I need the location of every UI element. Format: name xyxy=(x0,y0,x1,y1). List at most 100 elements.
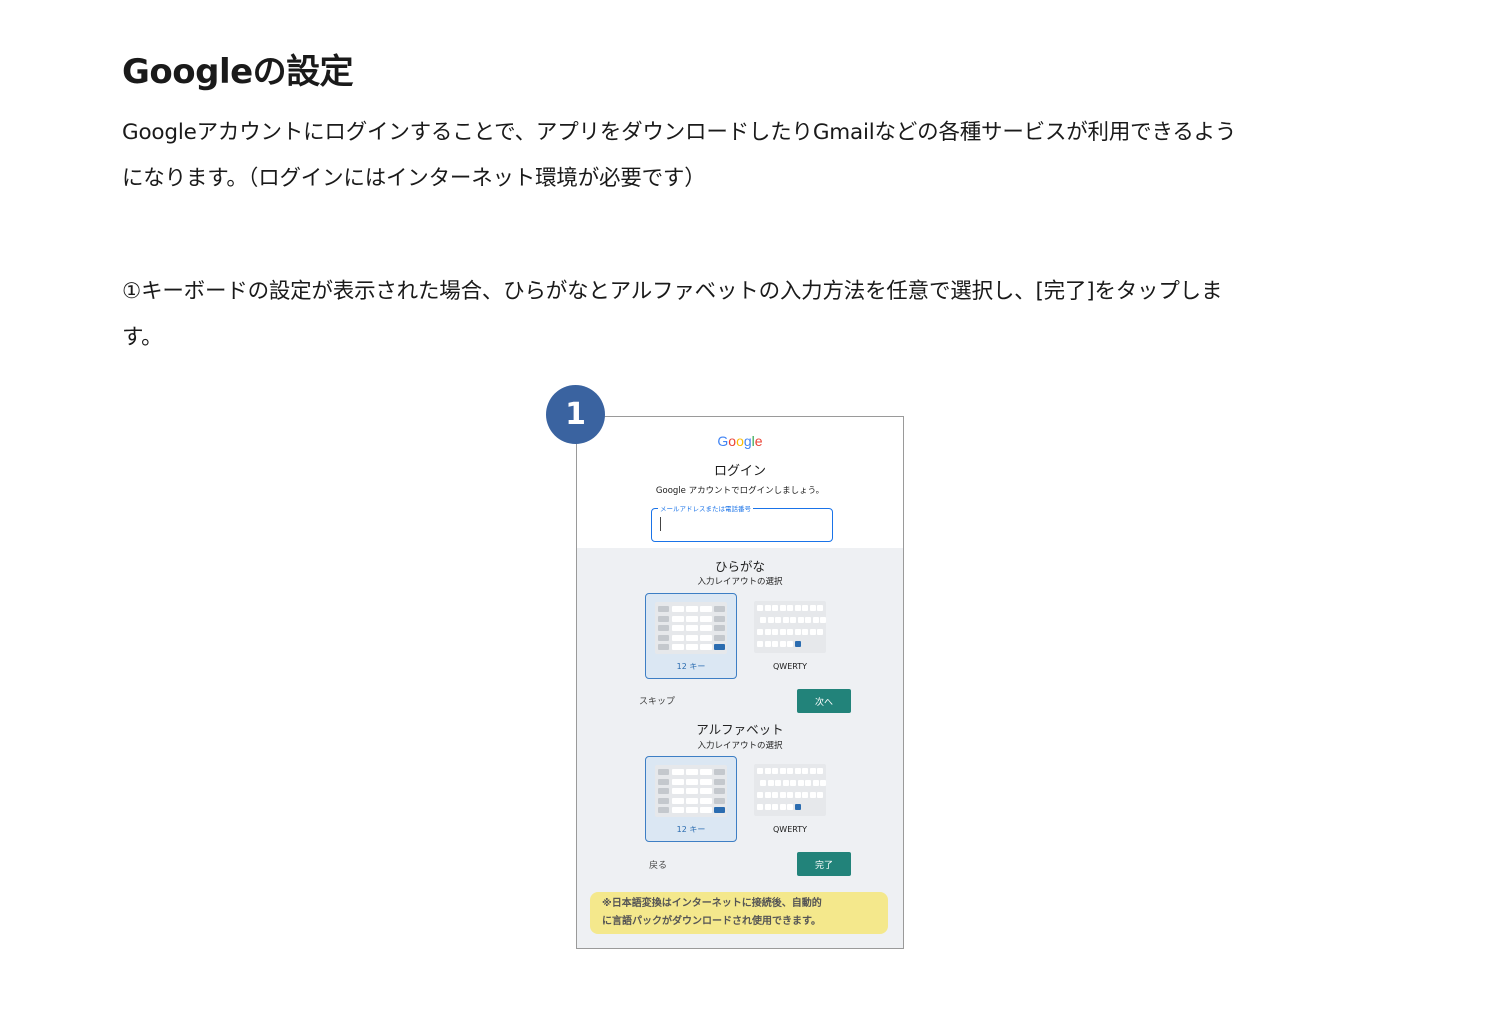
keyboard-key xyxy=(764,641,771,647)
keyboard-key xyxy=(658,788,669,794)
login-subtitle: Google アカウントでログインしましょう。 xyxy=(655,486,825,496)
keyboard-key xyxy=(686,644,698,650)
keyboard-key xyxy=(772,792,778,798)
keyboard-key xyxy=(686,606,698,612)
keyboard-key xyxy=(686,769,698,775)
keyboard-key xyxy=(779,641,786,647)
keyboard-key xyxy=(794,641,801,647)
keyboard-key xyxy=(779,629,786,635)
keyboard-key xyxy=(772,641,778,647)
keyboard-key xyxy=(817,768,823,774)
keyboard-key xyxy=(658,634,669,641)
keyboard-key xyxy=(772,768,778,774)
hiragana-title: ひらがな xyxy=(714,559,765,574)
keyboard-key xyxy=(658,615,669,622)
hiragana-qwerty-option[interactable]: QWERTY xyxy=(745,593,835,677)
keyboard-key xyxy=(787,768,793,774)
intro-paragraph: Googleアカウントにログインすることで、アプリをダウンロードしたりGmail… xyxy=(122,110,1337,202)
keyboard-layout-dialog: ひらがな 入力レイアウトの選択 12 キー QWERTY スキップ 次へ アルフ… xyxy=(577,548,903,948)
keyboard-key xyxy=(809,792,816,798)
keyboard-key xyxy=(772,804,778,810)
hiragana-12key-option[interactable]: 12 キー xyxy=(645,593,737,679)
note-line-1: ※日本語変換はインターネットに接続後、自動的 xyxy=(602,898,822,909)
keyboard-key xyxy=(787,641,793,647)
keyboard-key xyxy=(757,768,763,774)
keyboard-key xyxy=(790,617,796,623)
keyboard-key xyxy=(714,797,725,804)
keyboard-key xyxy=(686,797,698,804)
keyboard-key xyxy=(700,634,712,641)
keyboard-key xyxy=(764,792,771,798)
keyboard-key xyxy=(672,778,684,785)
keyboard-key xyxy=(820,617,826,623)
keyboard-key xyxy=(760,780,766,786)
keyboard-key xyxy=(700,615,712,622)
keyboard-key xyxy=(790,780,796,786)
keyboard-key xyxy=(767,617,774,623)
alphabet-qwerty-label: QWERTY xyxy=(772,825,807,834)
keyboard-key xyxy=(714,634,725,641)
keyboard-key xyxy=(757,629,763,635)
keyboard-key xyxy=(658,606,669,612)
keyboard-key xyxy=(714,788,725,794)
keyboard-key xyxy=(658,778,669,785)
keyboard-key xyxy=(802,792,808,798)
keyboard-key xyxy=(672,769,684,775)
keyboard-key xyxy=(802,768,808,774)
next-button[interactable]: 次へ xyxy=(797,689,851,713)
alphabet-12key-option[interactable]: 12 キー xyxy=(645,756,737,842)
keyboard-key xyxy=(787,792,793,798)
keyboard-key xyxy=(672,788,684,794)
alphabet-subtitle: 入力レイアウトの選択 xyxy=(697,741,783,751)
keyboard-key xyxy=(700,625,712,631)
keyboard-key xyxy=(686,625,698,631)
intro-line-1: Googleアカウントにログインすることで、アプリをダウンロードしたりGmail… xyxy=(122,120,1237,145)
keyboard-key xyxy=(686,807,698,813)
keyboard-key xyxy=(672,807,684,813)
keyboard-key xyxy=(757,792,763,798)
email-field[interactable]: メールアドレスまたは電話番号 xyxy=(651,503,833,542)
alphabet-qwerty-option[interactable]: QWERTY xyxy=(745,756,835,840)
done-button[interactable]: 完了 xyxy=(797,852,851,876)
hiragana-subtitle: 入力レイアウトの選択 xyxy=(697,577,783,587)
login-heading: ログイン xyxy=(713,464,766,479)
google-logo: Google xyxy=(717,433,763,449)
keyboard-key xyxy=(805,617,811,623)
keyboard-key xyxy=(658,807,669,813)
keyboard-key xyxy=(805,780,811,786)
keyboard-key xyxy=(658,797,669,804)
back-button[interactable]: 戻る xyxy=(649,861,668,871)
keyboard-key xyxy=(700,644,712,650)
keyboard-key xyxy=(764,605,771,611)
keyboard-key xyxy=(672,625,684,631)
step1-paragraph: ①キーボードの設定が表示された場合、ひらがなとアルファベットの入力方法を任意で選… xyxy=(122,269,1322,361)
keyboard-key xyxy=(672,634,684,641)
keyboard-key xyxy=(794,792,801,798)
skip-button[interactable]: スキップ xyxy=(639,697,676,707)
alphabet-12key-label: 12 キー xyxy=(676,825,706,834)
keyboard-key xyxy=(714,625,725,631)
keyboard-key xyxy=(787,605,793,611)
keyboard-key xyxy=(672,606,684,612)
keyboard-key xyxy=(714,778,725,785)
keyboard-key xyxy=(794,629,801,635)
keyboard-key xyxy=(672,644,684,650)
keyboard-key xyxy=(714,615,725,622)
keyboard-key xyxy=(820,780,826,786)
keyboard-key xyxy=(672,615,684,622)
keyboard-key xyxy=(764,629,771,635)
keyboard-key xyxy=(700,807,712,813)
step1-line-1: ①キーボードの設定が表示された場合、ひらがなとアルファベットの入力方法を任意で選… xyxy=(122,279,1223,304)
step1-line-2: す。 xyxy=(122,325,163,350)
keyboard-key xyxy=(767,780,774,786)
keyboard-key xyxy=(817,629,823,635)
keyboard-key xyxy=(686,778,698,785)
keyboard-key xyxy=(714,606,725,612)
keyboard-key xyxy=(782,617,789,623)
keyboard-key xyxy=(809,629,816,635)
intro-line-2: になります。（ログインにはインターネット環境が必要です） xyxy=(122,166,706,191)
keyboard-key xyxy=(779,768,786,774)
keyboard-key xyxy=(779,605,786,611)
keyboard-key xyxy=(714,644,725,650)
keyboard-key xyxy=(700,778,712,785)
